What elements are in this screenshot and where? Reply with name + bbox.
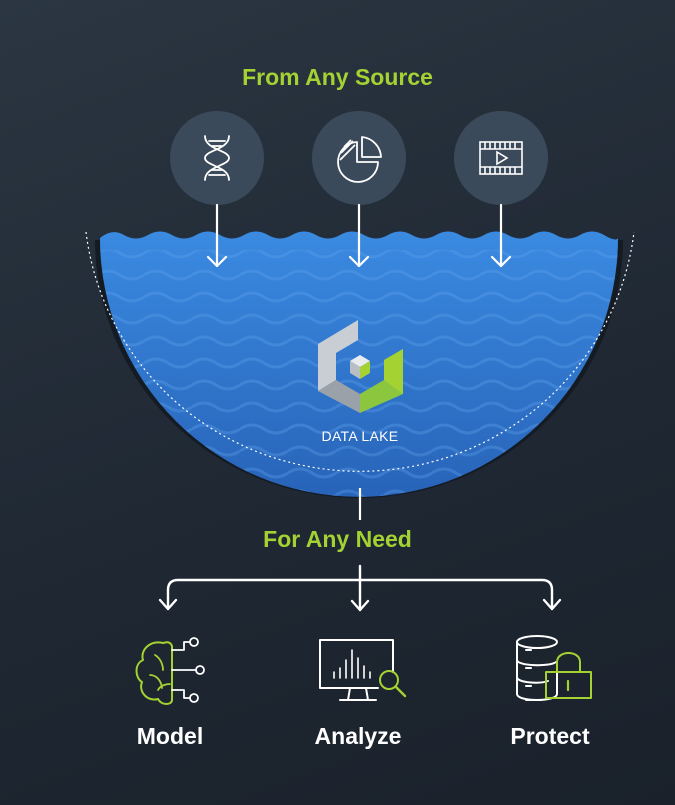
arrow-dna-to-lake <box>206 203 228 268</box>
source-video <box>454 111 548 205</box>
data-lake-cube-icon <box>318 320 403 413</box>
arrow-pie-to-lake <box>348 203 370 268</box>
dna-icon <box>204 135 230 181</box>
needs-heading: For Any Need <box>263 526 412 552</box>
monitor-analytics-icon <box>319 639 407 701</box>
analyze-label: Analyze <box>314 723 402 749</box>
model-label: Model <box>136 723 204 749</box>
database-lock-icon <box>516 635 592 701</box>
source-dna <box>170 111 264 205</box>
arrow-video-to-lake <box>490 203 512 268</box>
data-lake-label: DATA LAKE <box>321 428 399 444</box>
source-heading: From Any Source <box>242 64 433 90</box>
video-icon <box>479 141 523 175</box>
pie-chart-icon <box>337 136 382 183</box>
needs-bracket <box>158 564 562 612</box>
source-pie <box>312 111 406 205</box>
brain-network-icon <box>135 637 205 705</box>
protect-label: Protect <box>510 723 590 749</box>
